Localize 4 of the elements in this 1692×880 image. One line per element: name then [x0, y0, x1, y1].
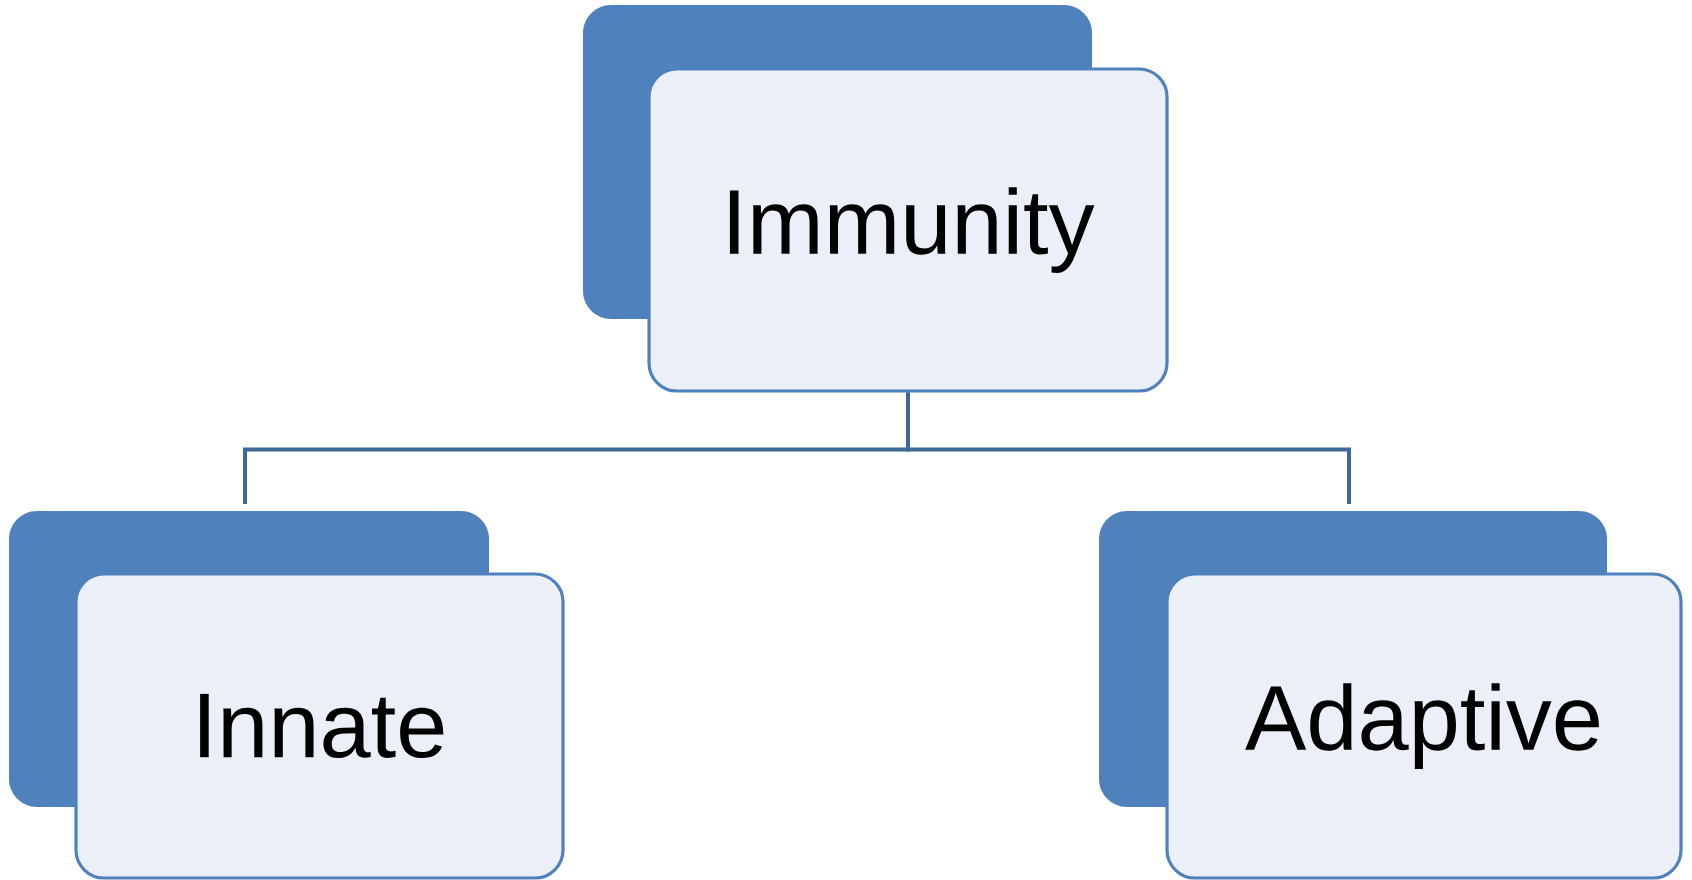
card-box: Immunity — [583, 5, 1169, 393]
card-box: Adaptive — [1099, 511, 1683, 880]
card-box: Innate — [9, 511, 565, 880]
connector-line — [906, 392, 1351, 504]
